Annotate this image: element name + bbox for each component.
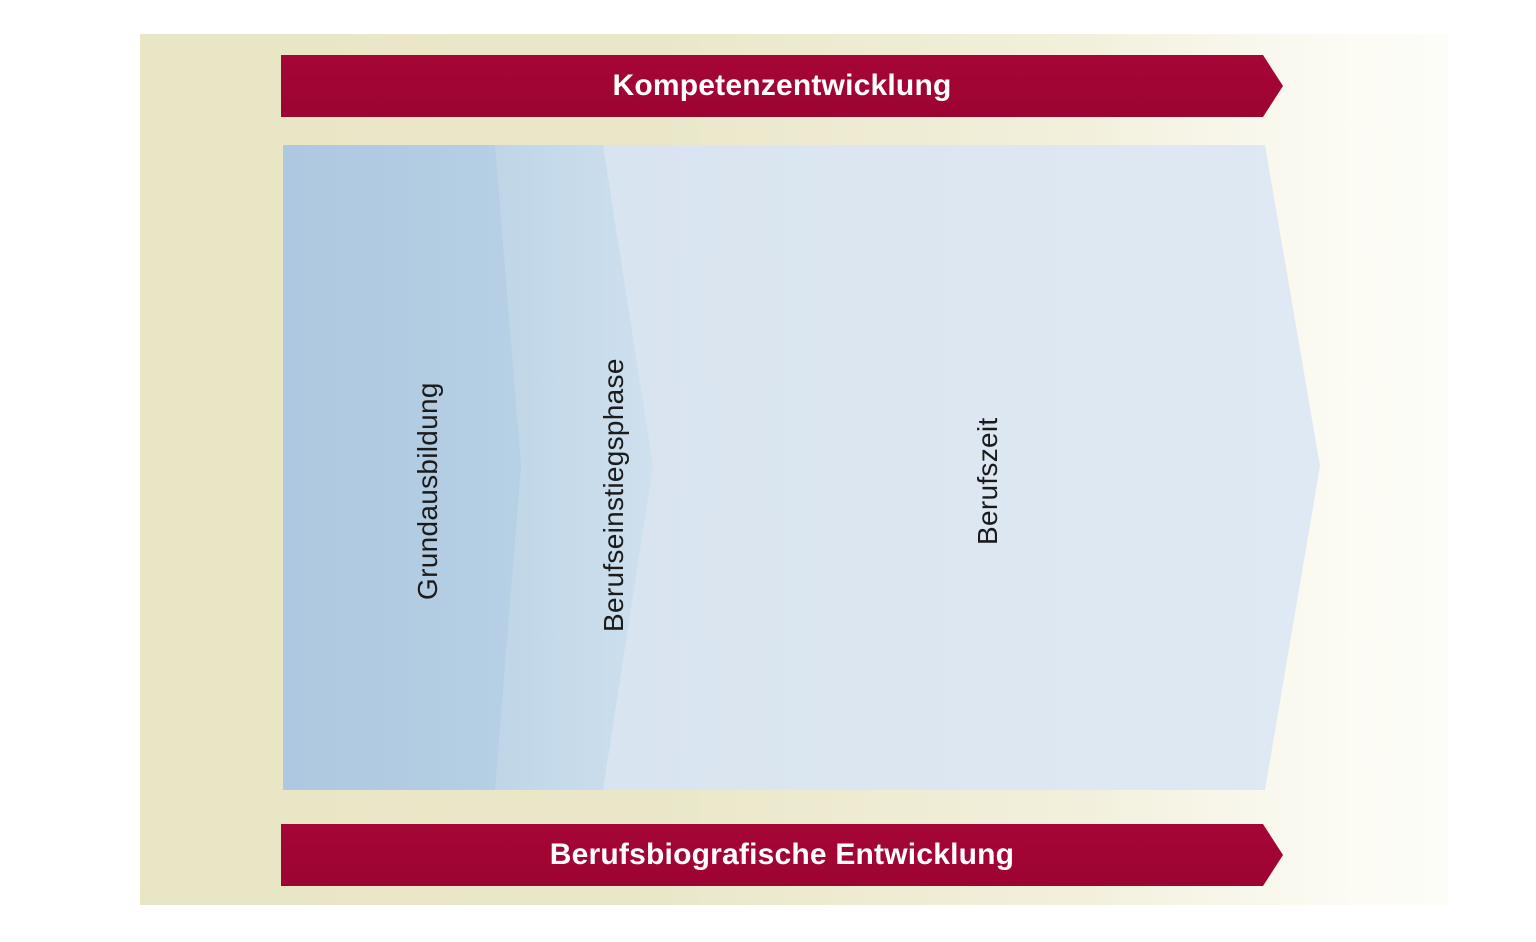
phase-shape-berufszeit (601, 145, 1320, 790)
banner-shape-bottom (281, 824, 1283, 886)
phase-shape-berufseinstiegsphase (493, 145, 653, 790)
banner-shape-top (281, 55, 1283, 117)
phase-shape-grundausbildung (283, 145, 521, 790)
